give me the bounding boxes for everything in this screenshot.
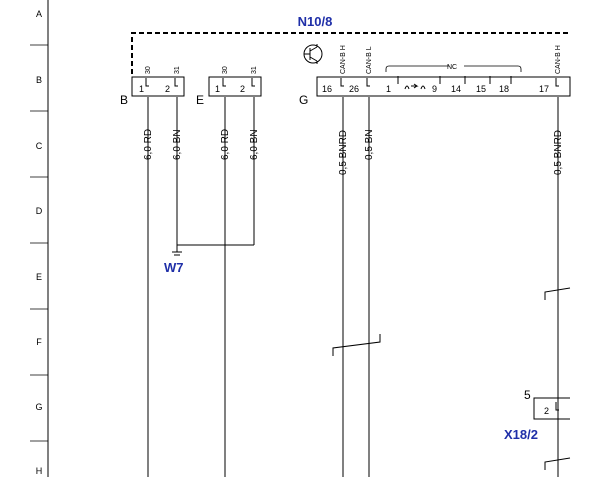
pin-function-label: 30 xyxy=(145,66,152,74)
group-label-b: B xyxy=(120,93,128,107)
pin-number: 14 xyxy=(451,84,461,94)
cable-break-marks xyxy=(332,287,571,470)
pin-function-label: CAN-B L xyxy=(366,46,373,74)
row-label-b: B xyxy=(36,75,42,85)
row-label-c: C xyxy=(36,141,43,151)
ground-point-label: W7 xyxy=(164,260,184,275)
wires xyxy=(147,97,559,477)
wire-label: 0,5 BNRD xyxy=(553,130,564,175)
pin-function-label: 31 xyxy=(174,66,181,74)
connector-pin-label: 5 xyxy=(524,388,531,402)
pin-number: 18 xyxy=(499,84,509,94)
module-name-label: N10/8 xyxy=(298,14,333,29)
wire-label: 0,5 BNRD xyxy=(338,130,349,175)
switch-icon xyxy=(404,83,426,90)
row-label-e: E xyxy=(36,272,42,282)
row-label-d: D xyxy=(36,206,43,216)
wire-label: 6,0 BN xyxy=(249,129,260,160)
nc-bracket: NC xyxy=(385,64,522,72)
row-label-g: G xyxy=(35,402,42,412)
pin-number: 1 xyxy=(139,84,144,94)
wire-label: 0,5 BN xyxy=(364,129,375,160)
pin-number: 2 xyxy=(240,84,245,94)
pin-function-label: 30 xyxy=(222,66,229,74)
wire-labels: 6,0 RD 6,0 BN 6,0 RD 6,0 BN 0,5 BNRD 0,5… xyxy=(143,129,564,175)
wire-label: 6,0 RD xyxy=(143,129,154,160)
ground-point-w7: W7 xyxy=(164,251,184,275)
pin-number: 17 xyxy=(539,84,549,94)
group-label-g: G xyxy=(299,93,308,107)
pin-number: 15 xyxy=(476,84,486,94)
pin-number: 9 xyxy=(432,84,437,94)
pin-stubs xyxy=(145,76,559,87)
group-label-e: E xyxy=(196,93,204,107)
pin-box-g xyxy=(316,76,571,97)
pin-box-e xyxy=(208,76,262,97)
module-n10-8: N10/8 B E G 1 2 1 2 16 26 1 9 14 15 18 1… xyxy=(120,14,571,107)
pin-function-label: CAN-B H xyxy=(340,45,347,74)
pin-number: 26 xyxy=(349,84,359,94)
row-label-margin: A B C D E F G H xyxy=(30,0,49,477)
pin-function-label: 31 xyxy=(251,66,258,74)
transistor-icon xyxy=(303,44,323,64)
connector-x18-2: 5 2 X18/2 xyxy=(504,388,570,442)
pin-number: 2 xyxy=(165,84,170,94)
pin-number: 1 xyxy=(386,84,391,94)
pin-box-b xyxy=(131,76,185,97)
row-label-f: F xyxy=(36,337,42,347)
row-label-a: A xyxy=(36,9,42,19)
pin-function-label: CAN-B H xyxy=(555,45,562,74)
wire-label: 6,0 RD xyxy=(220,129,231,160)
connector-name-label: X18/2 xyxy=(504,427,538,442)
nc-label: NC xyxy=(447,64,457,71)
row-label-h: H xyxy=(36,466,43,476)
pin-number: 1 xyxy=(215,84,220,94)
module-dashed-border xyxy=(131,32,570,74)
wire-label: 6,0 BN xyxy=(172,129,183,160)
pin-number: 16 xyxy=(322,84,332,94)
connector-pin-number: 2 xyxy=(544,406,549,416)
